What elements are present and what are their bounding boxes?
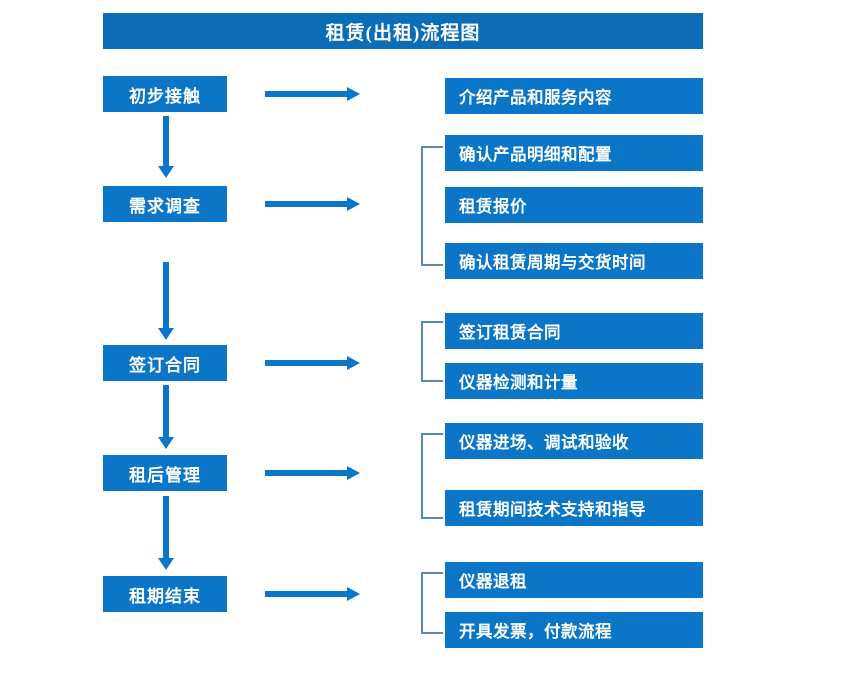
arrow-head	[347, 587, 360, 601]
stage-box-initial-contact[interactable]: 初步接触	[103, 76, 227, 112]
arrow-head	[158, 558, 174, 570]
stage-box-demand-survey[interactable]: 需求调查	[103, 186, 227, 222]
group-bracket-sign-contract	[421, 321, 443, 382]
detail-box-invoice-payment[interactable]: 开具发票，付款流程	[445, 612, 703, 648]
vertical-arrow-2	[156, 262, 176, 340]
stage-box-sign-contract[interactable]: 签订合同	[103, 345, 227, 381]
page-title: 租赁(出租)流程图	[103, 13, 703, 49]
arrow-head	[347, 87, 360, 101]
vertical-arrow-1	[156, 116, 176, 178]
detail-box-sign-rental-contract[interactable]: 签订租赁合同	[445, 313, 703, 349]
arrow-head	[347, 466, 360, 480]
arrow-shaft	[265, 201, 349, 207]
arrow-shaft	[265, 470, 349, 476]
detail-box-rental-quote[interactable]: 租赁报价	[445, 187, 703, 223]
arrow-head	[347, 356, 360, 370]
horizontal-arrow-2	[265, 197, 360, 211]
arrow-head	[158, 437, 174, 449]
detail-box-confirm-product-details[interactable]: 确认产品明细和配置	[445, 135, 703, 171]
arrow-head	[347, 197, 360, 211]
arrow-shaft	[163, 385, 169, 437]
detail-box-instrument-inspection[interactable]: 仪器检测和计量	[445, 363, 703, 399]
detail-box-technical-support[interactable]: 租赁期间技术支持和指导	[445, 490, 703, 526]
stage-box-rental-end[interactable]: 租期结束	[103, 576, 227, 612]
arrow-shaft	[265, 591, 349, 597]
detail-box-instrument-return[interactable]: 仪器退租	[445, 562, 703, 598]
arrow-head	[158, 328, 174, 340]
horizontal-arrow-4	[265, 466, 360, 480]
vertical-arrow-4	[156, 496, 176, 570]
arrow-shaft	[163, 496, 169, 558]
group-bracket-rental-end	[421, 572, 443, 634]
vertical-arrow-3	[156, 385, 176, 449]
arrow-shaft	[265, 360, 349, 366]
detail-box-introduce-products[interactable]: 介绍产品和服务内容	[445, 78, 703, 114]
arrow-shaft	[163, 262, 169, 328]
detail-box-instrument-installation[interactable]: 仪器进场、调试和验收	[445, 423, 703, 459]
arrow-shaft	[265, 91, 349, 97]
group-bracket-post-rental	[421, 433, 443, 519]
detail-box-confirm-rental-period[interactable]: 确认租赁周期与交货时间	[445, 243, 703, 279]
group-bracket-demand-survey	[421, 146, 443, 266]
horizontal-arrow-5	[265, 587, 360, 601]
horizontal-arrow-3	[265, 356, 360, 370]
arrow-head	[158, 166, 174, 178]
stage-box-post-rental-management[interactable]: 租后管理	[103, 455, 227, 491]
arrow-shaft	[163, 116, 169, 166]
horizontal-arrow-1	[265, 87, 360, 101]
